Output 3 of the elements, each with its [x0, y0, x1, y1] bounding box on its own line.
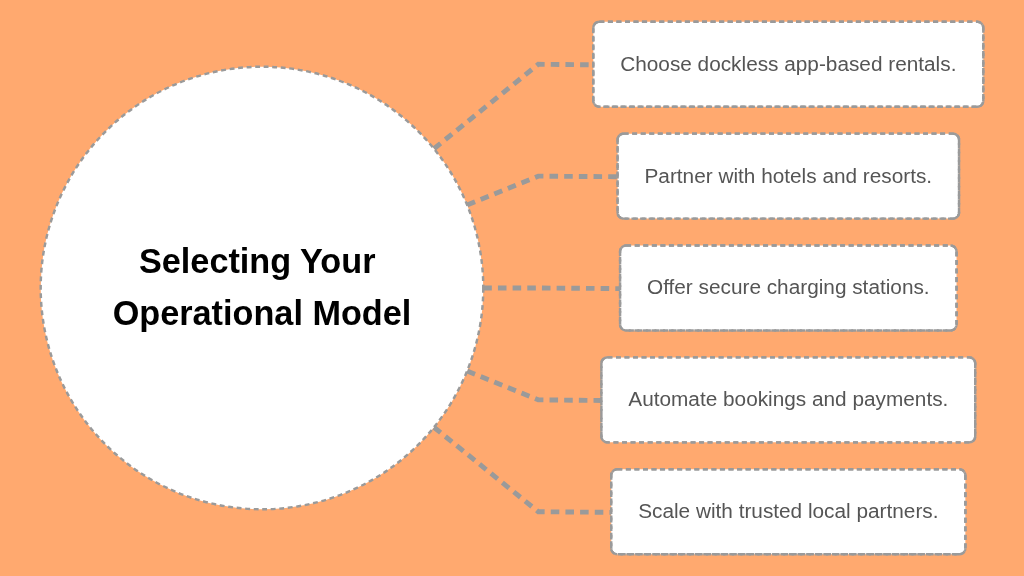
- connector: [483, 285, 621, 292]
- node-circle: Selecting Your Operational Model: [39, 65, 485, 511]
- connector: [466, 368, 602, 403]
